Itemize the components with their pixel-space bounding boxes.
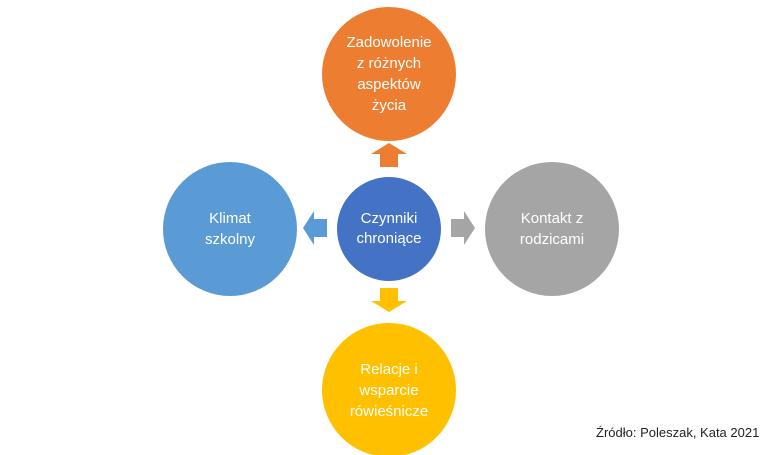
- arrow-left-icon: [303, 211, 327, 245]
- arrow-right-icon: [451, 211, 475, 245]
- node-school-climate: Klimat szkolny: [163, 162, 297, 296]
- node-parent-contact: Kontakt z rodzicami: [485, 162, 619, 296]
- node-life-satisfaction: Zadowolenie z różnych aspektów życia: [322, 7, 456, 141]
- arrow-up-icon: [371, 143, 407, 167]
- arrow-down-icon: [371, 288, 407, 312]
- source-caption: Źródło: Poleszak, Kata 2021: [596, 425, 760, 440]
- node-peer-relations: Relacje i wsparcie rówieśnicze: [322, 323, 456, 455]
- node-protective-factors: Czynniki chroniące: [337, 177, 441, 281]
